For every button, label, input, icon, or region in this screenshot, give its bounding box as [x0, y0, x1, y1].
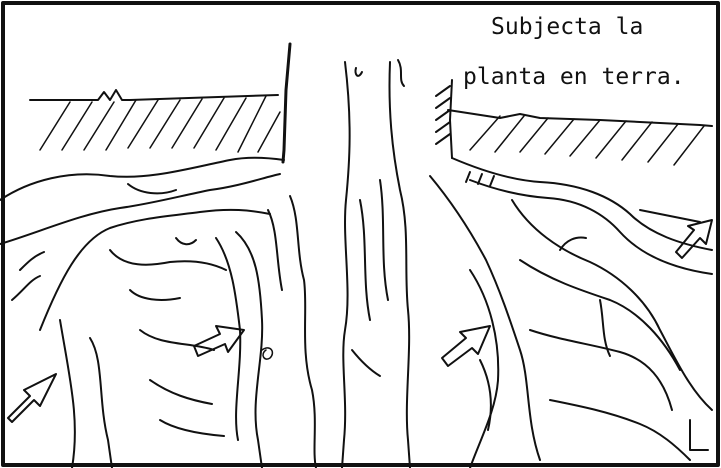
arrow-bottom-left [8, 374, 56, 422]
spiral-detail [262, 348, 272, 359]
trench-wall-left [283, 44, 290, 162]
right-roots [430, 158, 712, 468]
arrow-center-right [442, 326, 490, 366]
left-roots [0, 158, 316, 468]
caption-line-2: planta en terra. [463, 64, 685, 90]
central-trunk [342, 60, 410, 468]
ground-surface-left [30, 90, 280, 152]
arrow-center-left [194, 326, 244, 356]
caption-line-1: Subjecta la [491, 14, 643, 40]
ground-surface-right [448, 110, 712, 165]
arrow-upper-right [676, 220, 712, 258]
trench-wall-right [436, 80, 452, 158]
